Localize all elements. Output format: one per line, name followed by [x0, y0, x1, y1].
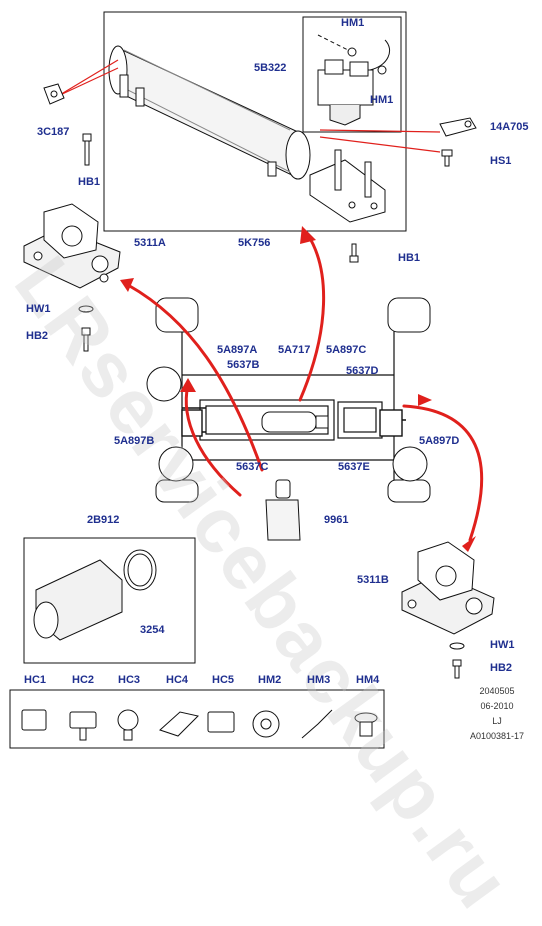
- bottle-9961: [265, 479, 301, 541]
- module-2b912: [33, 549, 157, 641]
- label-hm4: HM4: [356, 674, 380, 686]
- fasteners-frame: [9, 689, 385, 749]
- bracket-14a705: [439, 117, 477, 137]
- canister-bracket: [309, 149, 386, 223]
- label-14a705: 14A705: [490, 121, 529, 133]
- label-hb1-right: HB1: [398, 252, 421, 264]
- valve-subframe: [302, 16, 402, 133]
- screw-hm1-top: [347, 47, 357, 57]
- label-5a897b: 5A897B: [114, 435, 155, 447]
- purge-valve: [317, 39, 390, 126]
- label-5637e: 5637E: [338, 461, 370, 473]
- drawing-ref: A0100381-17: [469, 731, 525, 741]
- label-hm2: HM2: [258, 674, 282, 686]
- washer-hw1-left: [78, 305, 94, 313]
- label-5a897c: 5A897C: [326, 344, 367, 356]
- label-hm3: HM3: [307, 674, 331, 686]
- label-5311b: 5311B: [357, 574, 389, 586]
- canister-frame: [103, 11, 407, 232]
- evap-canister: [108, 45, 311, 180]
- label-2b912: 2B912: [87, 514, 120, 526]
- label-hb1-left: HB1: [78, 176, 101, 188]
- label-5a717: 5A717: [278, 344, 311, 356]
- screw-hm1-mid: [377, 65, 387, 75]
- fuel-filter: [261, 411, 329, 433]
- wheels: [146, 297, 431, 503]
- label-5a897d: 5A897D: [419, 435, 460, 447]
- drawing-date: 06-2010: [480, 701, 514, 711]
- label-hc5: HC5: [212, 674, 235, 686]
- label-hb2-left: HB2: [26, 330, 49, 342]
- label-5637b: 5637B: [227, 359, 260, 371]
- label-5a897a: 5A897A: [217, 344, 258, 356]
- pump-5311b: [401, 541, 495, 635]
- label-3254: 3254: [140, 624, 165, 636]
- module-frame: [23, 537, 196, 664]
- label-hc2: HC2: [72, 674, 95, 686]
- label-hc1: HC1: [24, 674, 47, 686]
- label-hc4: HC4: [166, 674, 189, 686]
- fastener-icons: [21, 709, 378, 741]
- label-5k756: 5K756: [238, 237, 271, 249]
- label-5311a: 5311A: [134, 237, 166, 249]
- label-5637c: 5637C: [236, 461, 269, 473]
- screw-hs1: [441, 149, 453, 167]
- label-hm1-mid: HM1: [370, 94, 394, 106]
- clip-3c187: [43, 83, 65, 105]
- label-3c187: 3C187: [37, 126, 70, 138]
- bolt-hb1-left: [82, 133, 92, 166]
- label-hw1-left: HW1: [26, 303, 51, 315]
- label-hm1-top: HM1: [341, 17, 365, 29]
- label-hb2-right: HB2: [490, 662, 513, 674]
- label-hs1: HS1: [490, 155, 512, 167]
- label-hw1-right: HW1: [490, 639, 515, 651]
- washer-hw1-right: [449, 642, 465, 650]
- label-5637d: 5637D: [346, 365, 379, 377]
- label-5b322: 5B322: [254, 62, 287, 74]
- label-9961: 9961: [324, 514, 349, 526]
- label-hc3: HC3: [118, 674, 141, 686]
- drawing-number: 2040505: [479, 686, 515, 696]
- parts-diagram: [9, 11, 495, 749]
- pump-5311a: [23, 203, 121, 289]
- drawing-code: LJ: [492, 716, 502, 726]
- bolt-hb2-left: [81, 327, 91, 352]
- bolt-hb2-right: [452, 659, 462, 679]
- bolt-hb1-right: [349, 243, 359, 263]
